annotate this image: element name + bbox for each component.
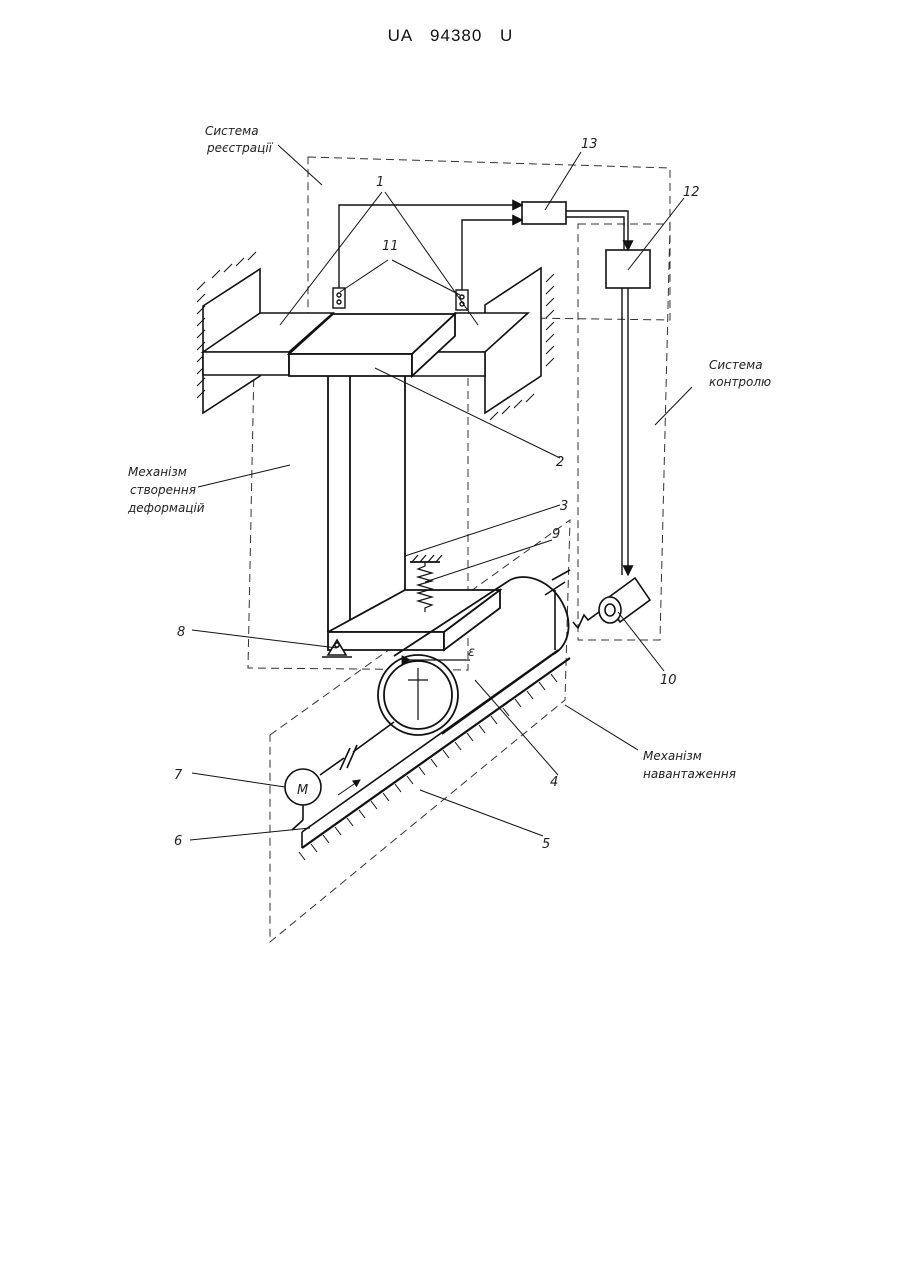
label-11: 11 [382, 239, 399, 254]
block-12 [606, 250, 650, 288]
caption-control-l1: Система [709, 358, 763, 372]
label-8: 8 [177, 625, 185, 640]
caption-deformation-l2: створення [130, 483, 196, 497]
label-12: 12 [683, 185, 700, 200]
block-13 [522, 202, 566, 224]
column [328, 376, 405, 632]
right-wall [485, 268, 554, 420]
label-9: 9 [552, 527, 560, 542]
left-plate-front [203, 352, 289, 375]
label-5: 5 [542, 837, 550, 852]
caption-deformation-l1: Механізм [128, 465, 187, 479]
signal-lines [339, 205, 628, 575]
motor-symbol: M [297, 783, 308, 798]
caption-loading-l1: Механізм [643, 749, 702, 763]
caption-control-l2: контролю [709, 375, 771, 389]
label-2: 2 [556, 455, 564, 470]
sensor [573, 578, 650, 628]
label-6: 6 [174, 834, 182, 849]
caption-registration-l2: реєстрації [206, 141, 274, 155]
caption-loading-l2: навантаження [643, 767, 736, 781]
strain-gauges [333, 288, 468, 310]
base-plate [328, 590, 500, 650]
label-13: 13 [581, 137, 598, 152]
label-7: 7 [174, 768, 183, 783]
caption-deformation-l3: деформацій [127, 501, 205, 515]
registration-system-boundary [308, 157, 670, 320]
motor-assembly [285, 722, 394, 830]
epsilon-symbol: ε [468, 645, 475, 660]
label-10: 10 [660, 673, 677, 688]
label-1: 1 [376, 175, 384, 190]
label-4: 4 [550, 775, 558, 790]
caption-registration-l1: Система [205, 124, 259, 138]
label-3: 3 [560, 499, 568, 514]
